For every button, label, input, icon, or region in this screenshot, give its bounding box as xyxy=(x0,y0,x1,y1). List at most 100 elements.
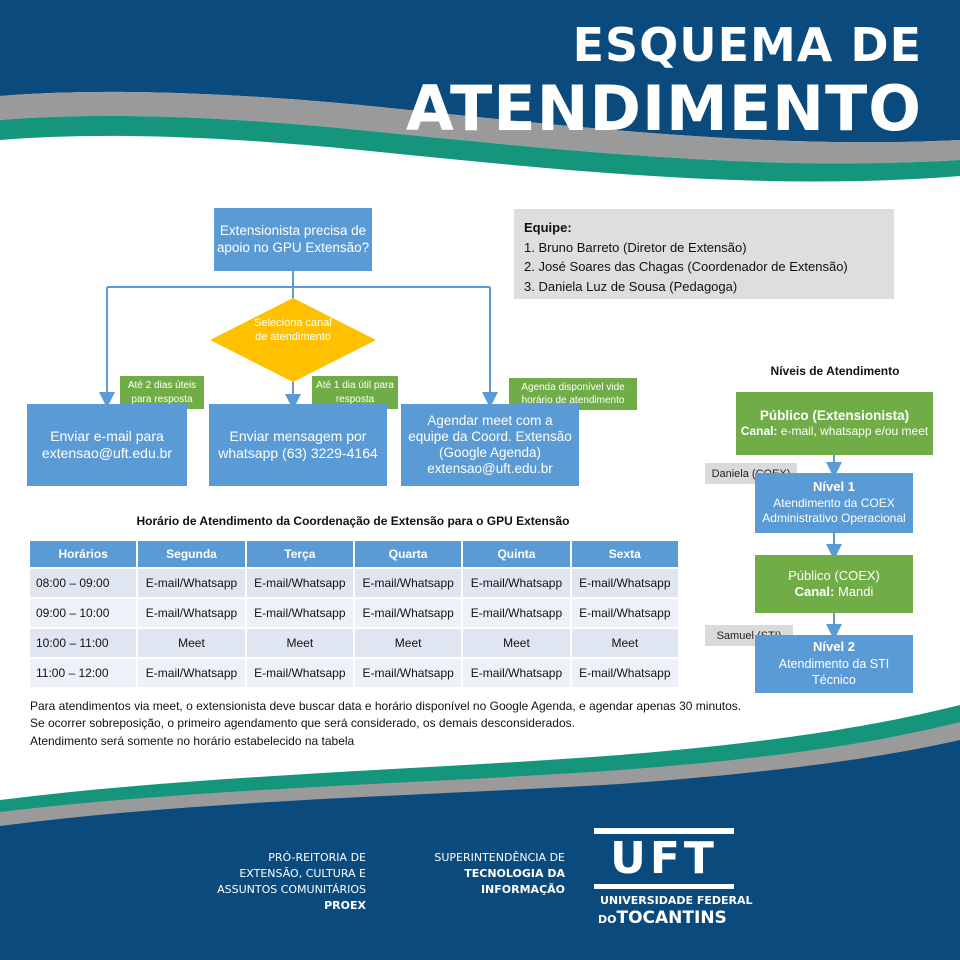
table-cell: Meet xyxy=(138,629,245,657)
team-member: 2. José Soares das Chagas (Coordenador d… xyxy=(524,259,848,274)
publico-ext-channel: e-mail, whatsapp e/ou meet xyxy=(777,424,929,439)
publico-coex-title: Público (COEX) xyxy=(788,567,880,583)
meet-box-line3: (Google Agenda) xyxy=(438,445,542,460)
meet-box-line4: extensao@uft.edu.br xyxy=(427,461,553,477)
whatsapp-box: Enviar mensagem por whatsapp (63) 3229-4… xyxy=(209,404,387,486)
publico-ext-title: Público (Extensionista) xyxy=(759,407,910,423)
nivel2-title: Nível 2 xyxy=(813,639,855,655)
table-cell: E-mail/Whatsapp xyxy=(571,599,678,627)
table-cell: E-mail/Whatsapp xyxy=(246,599,353,627)
tag-whatsapp-response: Até 1 dia útil para resposta xyxy=(312,376,398,409)
publico-coex-channel-row: Canal: Mandi xyxy=(795,584,874,600)
table-cell: E-mail/Whatsapp xyxy=(571,659,678,687)
nivel2-line2: Técnico xyxy=(812,673,856,688)
table-row: 11:00 – 12:00 E-mail/Whatsapp E-mail/Wha… xyxy=(30,659,678,687)
meet-box-line2: equipe da Coord. Extensão xyxy=(408,428,572,444)
table-cell: E-mail/Whatsapp xyxy=(138,569,245,597)
nivel1-title: Nível 1 xyxy=(813,478,855,494)
nivel1-line2: Administrativo Operacional xyxy=(762,511,906,526)
table-cell-time: 11:00 – 12:00 xyxy=(30,659,137,687)
proex-line4: PROEX xyxy=(324,898,366,912)
schedule-header-cell: Horários xyxy=(30,541,137,567)
publico-ext-channel-row: Canal: e-mail, whatsapp e/ou meet xyxy=(741,424,928,439)
header-title-line1: ESQUEMA DE xyxy=(572,18,922,72)
uft-logo: UFT UNIVERSIDADE FEDERAL DOTOCANTINS xyxy=(594,828,753,930)
table-cell: Meet xyxy=(246,629,353,657)
table-cell: E-mail/Whatsapp xyxy=(354,599,462,627)
team-member: 1. Bruno Barreto (Diretor de Extensão) xyxy=(524,239,747,255)
logo-line2-prefix: DO xyxy=(598,913,617,926)
team-member: 3. Daniela Luz de Sousa (Pedagoga) xyxy=(524,278,738,294)
table-cell: Meet xyxy=(463,629,570,657)
table-cell: E-mail/Whatsapp xyxy=(246,569,353,597)
proex-line1: PRÓ-REITORIA DE xyxy=(268,851,366,864)
table-cell: Meet xyxy=(571,629,678,657)
whatsapp-box-line2: whatsapp (63) 3229-4164 xyxy=(218,445,378,461)
nivel1-line1: Atendimento da COEX xyxy=(773,495,895,510)
schedule-title: Horário de Atendimento da Coordenação de… xyxy=(136,514,570,528)
sti-line2: TECNOLOGIA DA INFORMAÇÃO xyxy=(464,866,565,896)
footer-proex: PRÓ-REITORIA DE EXTENSÃO, CULTURA E ASSU… xyxy=(210,850,366,914)
email-box: Enviar e-mail para extensao@uft.edu.br xyxy=(27,404,187,486)
table-cell: E-mail/Whatsapp xyxy=(463,659,570,687)
decision-diamond xyxy=(210,298,376,382)
team-heading: Equipe: xyxy=(524,220,572,235)
nivel2-line1: Atendimento da STI xyxy=(778,657,890,672)
start-box: Extensionista precisa de apoio no GPU Ex… xyxy=(214,208,372,271)
table-cell: E-mail/Whatsapp xyxy=(138,599,245,627)
note-line: Para atendimentos via meet, o extensioni… xyxy=(30,699,742,713)
proex-line3: ASSUNTOS COMUNITÁRIOS xyxy=(217,882,366,896)
decision-label: Seleciona canal de atendimento xyxy=(254,317,332,344)
schedule-header-cell: Quarta xyxy=(354,541,462,567)
table-row: 09:00 – 10:00 E-mail/Whatsapp E-mail/Wha… xyxy=(30,599,678,627)
publico-ext-channel-label: Canal: xyxy=(740,424,778,439)
table-cell: E-mail/Whatsapp xyxy=(571,569,678,597)
table-cell: E-mail/Whatsapp xyxy=(463,569,570,597)
note-line: Atendimento será somente no horário esta… xyxy=(30,733,355,748)
table-cell: E-mail/Whatsapp xyxy=(246,659,353,687)
schedule-header-cell: Segunda xyxy=(138,541,245,567)
note-line: Se ocorrer sobreposição, o primeiro agen… xyxy=(30,716,575,731)
table-cell: E-mail/Whatsapp xyxy=(354,569,462,597)
table-cell-time: 09:00 – 10:00 xyxy=(30,599,137,627)
logo-line2-main: TOCANTINS xyxy=(616,908,727,928)
table-row: 10:00 – 11:00 Meet Meet Meet Meet Meet xyxy=(30,629,678,657)
logo-line2: DOTOCANTINS xyxy=(598,908,727,930)
table-row: 08:00 – 09:00 E-mail/Whatsapp E-mail/Wha… xyxy=(30,569,678,597)
schedule-header-cell: Sexta xyxy=(571,541,678,567)
header-title-line2: ATENDIMENTO xyxy=(405,72,922,145)
publico-coex-channel: Mandi xyxy=(834,584,874,599)
table-cell: E-mail/Whatsapp xyxy=(354,659,462,687)
table-cell: Meet xyxy=(354,629,462,657)
table-cell-time: 10:00 – 11:00 xyxy=(30,629,137,657)
schedule-table: Horários Segunda Terça Quarta Quinta Sex… xyxy=(28,539,680,689)
level-publico-extensionista: Público (Extensionista) Canal: e-mail, w… xyxy=(736,392,933,455)
whatsapp-box-line1: Enviar mensagem por xyxy=(229,427,367,444)
level-nivel-1: Nível 1 Atendimento da COEX Administrati… xyxy=(755,473,913,533)
level-nivel-2: Nível 2 Atendimento da STI Técnico xyxy=(755,635,913,693)
logo-bar-top xyxy=(594,828,734,834)
levels-title: Níveis de Atendimento xyxy=(770,364,900,378)
schedule-header-row: Horários Segunda Terça Quarta Quinta Sex… xyxy=(30,541,678,567)
level-publico-coex: Público (COEX) Canal: Mandi xyxy=(755,555,913,613)
logo-mark: UFT xyxy=(610,833,718,884)
email-box-line2: extensao@uft.edu.br xyxy=(41,445,173,461)
footer-sti: SUPERINTENDÊNCIA DE TECNOLOGIA DA INFORM… xyxy=(385,850,565,898)
start-box-text: Extensionista precisa de apoio no GPU Ex… xyxy=(216,222,370,255)
schedule-header-cell: Quinta xyxy=(463,541,570,567)
schedule-header-cell: Terça xyxy=(246,541,353,567)
table-cell-time: 08:00 – 09:00 xyxy=(30,569,137,597)
tag-email-response: Até 2 dias úteis para resposta xyxy=(120,376,204,409)
meet-box-line1: Agendar meet com a xyxy=(427,412,553,428)
publico-coex-channel-label: Canal: xyxy=(794,584,835,599)
proex-line2: EXTENSÃO, CULTURA E xyxy=(239,866,366,880)
sti-line1: SUPERINTENDÊNCIA DE xyxy=(434,851,565,864)
table-cell: E-mail/Whatsapp xyxy=(463,599,570,627)
logo-bar-bottom xyxy=(594,884,734,889)
notes: Para atendimentos via meet, o extensioni… xyxy=(30,698,741,750)
table-cell: E-mail/Whatsapp xyxy=(138,659,245,687)
logo-line1: UNIVERSIDADE FEDERAL xyxy=(600,894,753,907)
email-box-line1: Enviar e-mail para xyxy=(50,427,164,444)
meet-box: Agendar meet com a equipe da Coord. Exte… xyxy=(401,404,579,486)
